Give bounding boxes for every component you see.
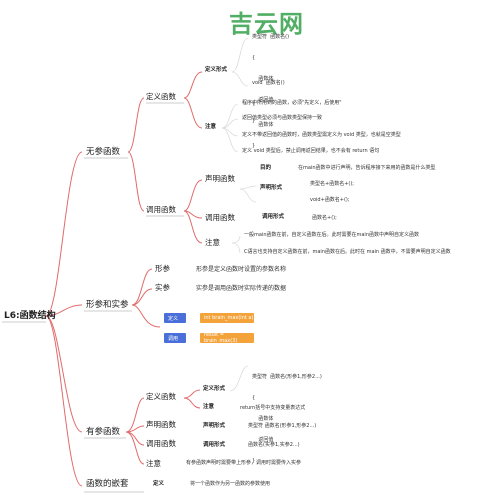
- code-line: {: [252, 55, 256, 61]
- code-line: }: [252, 143, 256, 149]
- connector-no-param: [45, 151, 83, 317]
- note-item: 一般main函数在前，自定义函数在后。此时需要在main函数中声明自定义函数: [244, 232, 419, 238]
- code-line: 类型符 函数名(): [252, 34, 290, 40]
- code-with-define: 类型符 函数名(形参1,形参2...) { 函数体 返回值 }: [252, 360, 322, 479]
- node-nested-define: 定义: [153, 481, 165, 487]
- node-actual-param: 实参: [155, 283, 170, 292]
- code-line: 类型符 函数名(形参1,形参2...): [252, 374, 322, 380]
- code-line: {: [252, 101, 256, 107]
- node-params: 形参和实参: [86, 300, 129, 310]
- code-line: 函数体: [252, 122, 274, 128]
- node-define-notes: 注意: [205, 124, 217, 130]
- node-with-define-note: 注意: [203, 404, 215, 410]
- example-define-label: 定义: [164, 313, 186, 323]
- node-formal-param: 形参: [155, 264, 170, 273]
- note-item: 定义 void 类型后，禁止调用返回结果，也不会有 return 语句: [242, 148, 380, 154]
- node-with-declare: 声明函数: [146, 420, 176, 429]
- root-title: L6:函数结构: [4, 311, 56, 321]
- with-declare-form-text: 类型符 函数名(形参1,形参2...): [248, 423, 317, 429]
- code-define-void: void 函数名() { 函数体 }: [252, 66, 285, 164]
- node-invoke-function: 调用函数: [205, 213, 235, 222]
- invoke-form-text: 函数名+();: [312, 215, 337, 221]
- node-with-invoke-form: 调用形式: [203, 442, 226, 448]
- code-line: 返回值: [252, 437, 274, 443]
- node-with-param: 有参函数: [86, 427, 121, 437]
- node-with-invoke: 调用函数: [146, 439, 176, 448]
- code-line: }: [252, 118, 256, 124]
- node-with-declare-form: 声明形式: [203, 423, 226, 429]
- node-call-function: 调用函数: [146, 205, 176, 214]
- nested-define-text: 将一个函数作为另一函数的参数使用: [190, 481, 271, 487]
- code-line: {: [252, 395, 256, 401]
- connector-nested: [45, 315, 83, 487]
- purpose-text: 在main函数中进行声明，告诉程序接下来用的函数是什么类型: [298, 165, 436, 171]
- node-define-function: 定义函数: [146, 92, 176, 101]
- node-with-define: 定义函数: [146, 392, 176, 401]
- watermark-logo: 吉云网: [229, 10, 304, 38]
- code-line: 函数体: [252, 76, 274, 82]
- node-with-note: 注意: [146, 459, 161, 468]
- code-define-return: 类型符 函数名() { 函数体 返回值 }: [252, 20, 289, 139]
- node-with-define-form: 定义形式: [203, 386, 226, 392]
- note-item: C语言也支持自定义函数在前，main函数在后。此时在 main 函数中，不需要声…: [244, 249, 451, 255]
- with-invoke-form-text: 函数名(实参1,实参2...): [248, 442, 300, 448]
- note-item: 定义不带返回值的函数时，函数类型需定义为 void 类型，也就是空类型: [242, 132, 401, 138]
- with-define-note-text: return括号中支持变量表达式: [240, 405, 306, 411]
- note-item: 程序中所用到的函数，必须"先定义，后使用": [242, 100, 342, 106]
- node-declare-function: 声明函数: [205, 174, 235, 183]
- node-define-form: 定义形式: [205, 67, 228, 73]
- note-item: 返回值类型必须与函数类型保持一致: [242, 115, 323, 121]
- example-define-code: int brain_max(int a): [200, 313, 254, 323]
- node-invoke-form: 调用形式: [262, 214, 285, 220]
- code-line: }: [252, 458, 256, 464]
- declare-form-item: 类型名+函数名+();: [310, 181, 354, 187]
- connector-with-param: [45, 315, 83, 433]
- formal-param-desc: 形参是定义函数时设置的参数名称: [196, 266, 287, 273]
- with-note-text: 有参函数声明时需要带上形参，调用时需要传入实参: [186, 460, 302, 466]
- code-line: 函数体: [252, 416, 274, 422]
- example-call-code: result = brain_max(3): [200, 332, 254, 344]
- node-purpose: 目的: [260, 165, 272, 171]
- connector-params: [45, 304, 83, 317]
- node-call-notes: 注意: [205, 238, 220, 247]
- node-nested: 函数的嵌套: [86, 479, 129, 489]
- code-line: void 函数名(): [252, 80, 285, 86]
- declare-form-item: void+函数名+();: [310, 197, 350, 203]
- node-no-param: 无参函数: [86, 147, 121, 157]
- example-call-label: 调用: [164, 333, 186, 343]
- node-declare-form: 声明形式: [260, 185, 283, 191]
- actual-param-desc: 实参是调用函数时实际传递的数据: [196, 285, 287, 292]
- code-line: 返回值: [252, 97, 274, 103]
